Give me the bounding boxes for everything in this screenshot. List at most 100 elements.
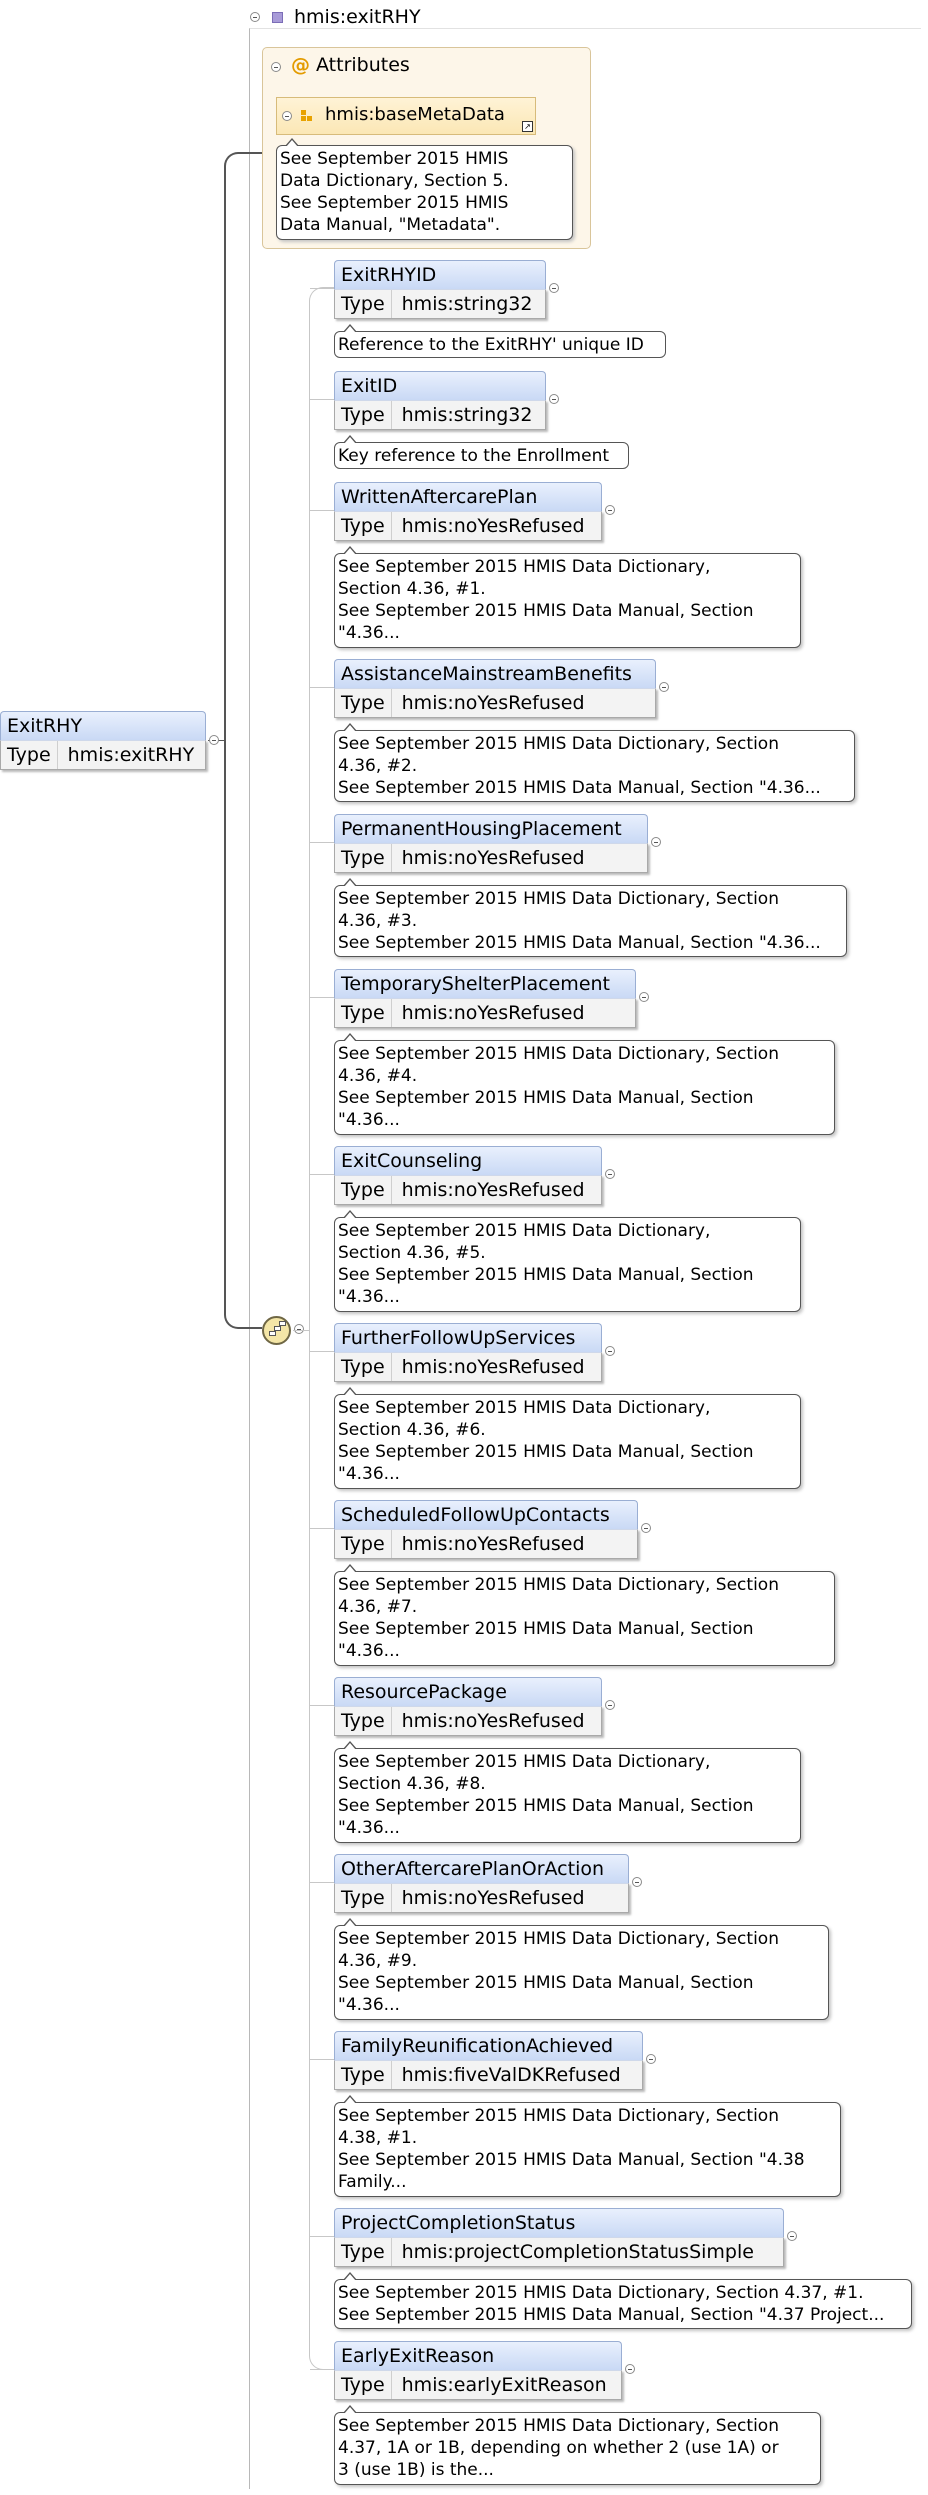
- branch-line: [310, 997, 334, 998]
- element-name: ExitID: [334, 371, 546, 400]
- element-name: ExitRHYID: [334, 260, 546, 289]
- attributes-heading: @Attributes: [291, 54, 410, 76]
- branch-line: [310, 1351, 334, 1352]
- element-doc: See September 2015 HMIS Data Dictionary,…: [334, 2095, 841, 2197]
- branch-line: [310, 842, 334, 843]
- branch-line: [310, 510, 334, 511]
- element-type: Type hmis:exitRHY: [0, 740, 206, 770]
- element-doc: See September 2015 HMIS Data Dictionary,…: [334, 2272, 912, 2329]
- collapse-toggle-icon[interactable]: [250, 12, 260, 22]
- element-expand-icon[interactable]: [549, 283, 559, 293]
- sequence-trunk-line: [309, 287, 334, 2370]
- branch-line: [310, 1528, 334, 1529]
- sequence-toggle-icon[interactable]: [294, 1324, 304, 1334]
- element-doc: See September 2015 HMIS Data Dictionary,…: [334, 1564, 835, 1666]
- element-name: ResourcePackage: [334, 1677, 602, 1706]
- element-name: PermanentHousingPlacement: [334, 814, 648, 843]
- element-expand-icon[interactable]: [787, 2231, 797, 2241]
- element-expand-icon[interactable]: [639, 992, 649, 1002]
- attribute-toggle-icon[interactable]: [282, 111, 292, 121]
- element-expand-icon[interactable]: [605, 1346, 615, 1356]
- reference-link-icon[interactable]: ↗: [522, 121, 533, 132]
- element-expand-icon[interactable]: [605, 1169, 615, 1179]
- element-doc: Reference to the ExitRHY' unique ID: [334, 324, 666, 358]
- element-expand-icon[interactable]: [625, 2364, 635, 2374]
- branch-line: [310, 2369, 334, 2370]
- sequence-link-line: [293, 1330, 310, 1331]
- element-doc: See September 2015 HMIS Data Dictionary,…: [334, 1741, 801, 1843]
- at-sign-icon: @: [291, 54, 310, 76]
- type-frame: [249, 28, 921, 2489]
- element-doc: See September 2015 HMIS Data Dictionary,…: [334, 1918, 829, 2020]
- element-name: EarlyExitReason: [334, 2341, 622, 2370]
- type-title: hmis:exitRHY: [294, 6, 421, 28]
- attribute-item[interactable]: hmis:baseMetaData ↗: [276, 97, 536, 135]
- element-expand-icon[interactable]: [641, 1523, 651, 1533]
- element-doc: See September 2015 HMIS Data Dictionary,…: [334, 878, 847, 957]
- attribute-group-icon: [301, 110, 313, 122]
- element-name: TemporaryShelterPlacement: [334, 969, 636, 998]
- element-doc: See September 2015 HMIS Data Dictionary,…: [334, 2405, 821, 2485]
- element-name: WrittenAftercarePlan: [334, 482, 602, 511]
- element-name: FamilyReunificationAchieved: [334, 2031, 643, 2060]
- branch-line: [310, 2236, 334, 2237]
- attributes-toggle-icon[interactable]: [271, 62, 281, 72]
- element-expand-icon[interactable]: [549, 394, 559, 404]
- element-name: ScheduledFollowUpContacts: [334, 1500, 638, 1529]
- attribute-name: hmis:baseMetaData: [325, 104, 505, 125]
- element-expand-icon[interactable]: [632, 1877, 642, 1887]
- element-expand-icon[interactable]: [646, 2054, 656, 2064]
- root-element[interactable]: ExitRHY Type hmis:exitRHY: [0, 711, 206, 770]
- branch-line: [310, 1174, 334, 1175]
- branch-line: [310, 2059, 334, 2060]
- root-element-toggle-icon[interactable]: [209, 735, 219, 745]
- element-name: ExitCounseling: [334, 1146, 602, 1175]
- element-expand-icon[interactable]: [605, 505, 615, 515]
- element-name: FurtherFollowUpServices: [334, 1323, 602, 1352]
- branch-line: [310, 399, 334, 400]
- element-expand-icon[interactable]: [651, 837, 661, 847]
- connector-bracket: [224, 152, 262, 1329]
- element-expand-icon[interactable]: [605, 1700, 615, 1710]
- element-name: OtherAftercarePlanOrAction: [334, 1854, 629, 1883]
- sequence-compositor-icon[interactable]: [262, 1316, 291, 1345]
- element-doc: Key reference to the Enrollment: [334, 435, 629, 469]
- complex-type-icon: [272, 12, 283, 23]
- branch-line: [310, 687, 334, 688]
- element-doc: See September 2015 HMIS Data Dictionary,…: [334, 1033, 835, 1135]
- element-doc: See September 2015 HMIS Data Dictionary,…: [334, 1387, 801, 1489]
- element-doc: See September 2015 HMIS Data Dictionary,…: [334, 1210, 801, 1312]
- element-doc: See September 2015 HMIS Data Dictionary,…: [334, 546, 801, 648]
- element-expand-icon[interactable]: [659, 682, 669, 692]
- branch-line: [310, 1705, 334, 1706]
- attributes-doc: See September 2015 HMIS Data Dictionary,…: [276, 138, 573, 240]
- branch-line: [310, 288, 334, 289]
